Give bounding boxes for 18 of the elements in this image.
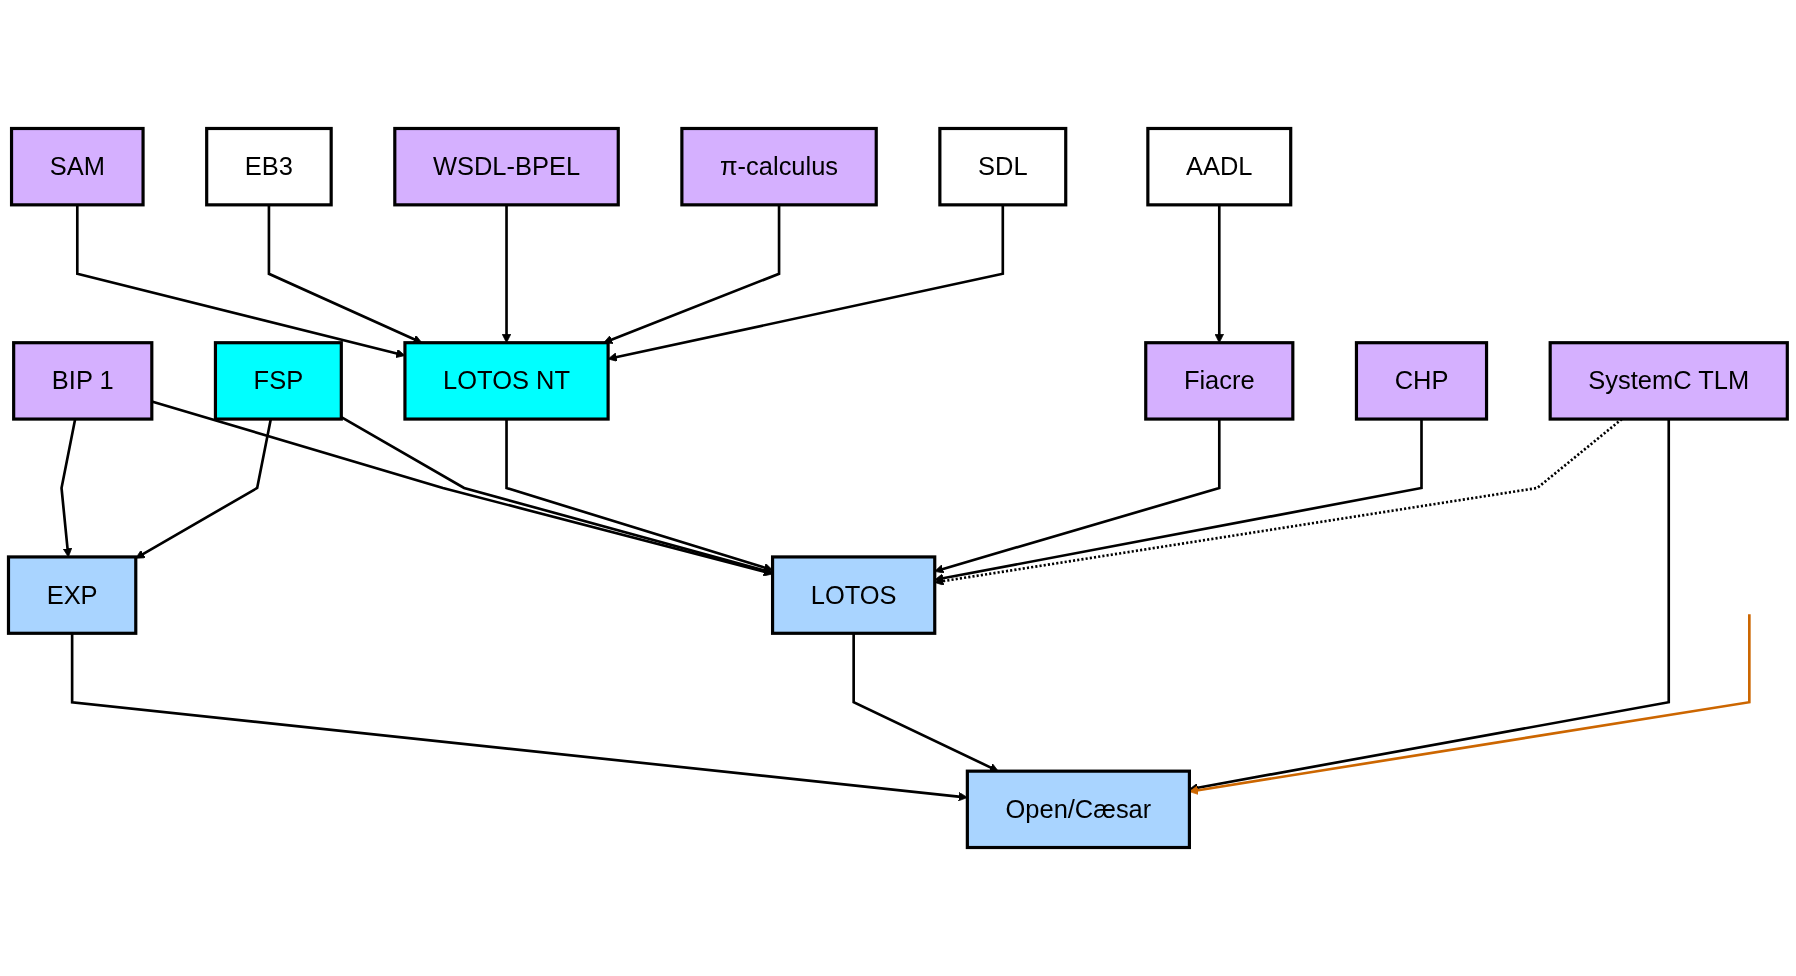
arrow [852, 633, 999, 772]
node-box: BIP 1 [12, 341, 154, 421]
node-box: EB3 [205, 126, 333, 207]
node-box: LOTOS NT [403, 341, 610, 421]
node-box: LOTOS [771, 555, 937, 635]
node-box: π-calculus [680, 126, 878, 207]
node-box: Fiacre [1144, 341, 1295, 421]
node-box: CHP [1354, 341, 1489, 421]
node-box: AADL [1146, 126, 1293, 207]
node-box: EXP [6, 555, 138, 635]
node-box: SDL [938, 126, 1068, 207]
node-box: WSDL-BPEL [393, 126, 620, 207]
arrow [603, 204, 781, 344]
node-box: FSP [213, 341, 343, 421]
arrow [340, 416, 773, 576]
node-box: SAM [9, 126, 145, 207]
node-box: SystemC TLM [1548, 341, 1789, 421]
node-box: Open/Cæsar [965, 769, 1191, 850]
